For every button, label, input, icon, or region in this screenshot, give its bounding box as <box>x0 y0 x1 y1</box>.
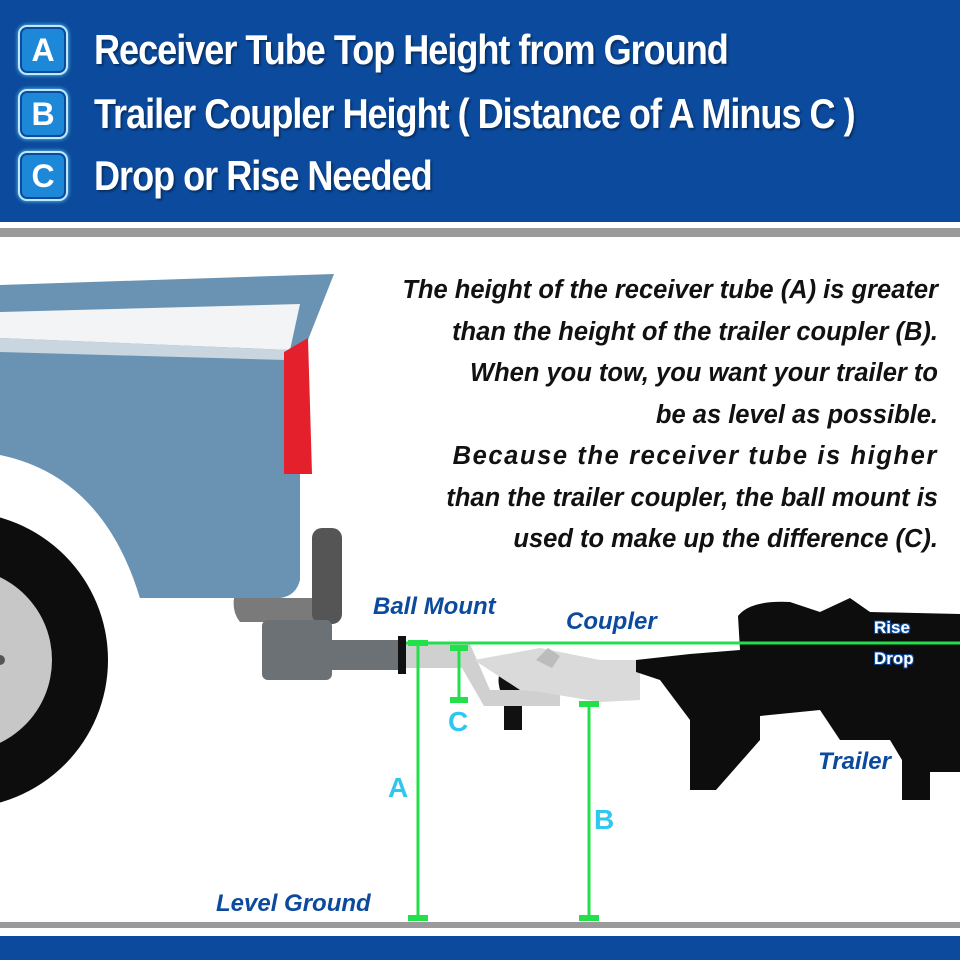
dimension-c-label: C <box>448 706 469 737</box>
taillight <box>284 338 312 474</box>
trailer-label: Trailer <box>818 748 891 775</box>
rim <box>0 577 52 743</box>
bumper-step <box>312 528 342 624</box>
legend-text-a: Receiver Tube Top Height from Ground <box>94 26 729 73</box>
truck <box>0 274 402 860</box>
explanation-line-7: used to make up the difference (C). <box>513 525 938 553</box>
lug <box>0 655 5 665</box>
receiver-collar <box>398 636 406 674</box>
coupler-latch <box>536 648 560 668</box>
trailer-jack <box>636 598 960 800</box>
trailer-frame-detail <box>770 652 960 692</box>
coupler <box>474 648 640 702</box>
trailer <box>636 598 960 800</box>
legend-badge-c: C <box>18 151 68 201</box>
legend-text-c: Drop or Rise Needed <box>94 152 433 199</box>
ball-mount-shank <box>406 644 560 706</box>
explanation-line-3: When you tow, you want your trailer to <box>470 359 938 387</box>
explanation-line-1: The height of the receiver tube (A) is g… <box>402 276 938 304</box>
rise-label: Rise <box>874 618 910 637</box>
ball-nut <box>504 706 522 730</box>
dimension-lines <box>406 640 960 921</box>
dimension-b-label: B <box>594 804 615 835</box>
explanation-line-5: Because the receiver tube is higher <box>452 442 938 470</box>
legend-badge-a: A <box>18 25 68 75</box>
dimension-a-label: A <box>388 772 409 803</box>
ball-mount-label: Ball Mount <box>373 593 496 620</box>
divider-top <box>0 228 960 237</box>
explanation-line-4: be as level as possible. <box>655 400 938 429</box>
coupler-body <box>474 648 640 702</box>
level-ground-label: Level Ground <box>216 890 371 917</box>
legend-row-c: C Drop or Rise Needed <box>18 150 487 202</box>
bumper <box>233 598 318 622</box>
truck-bed-highlight <box>0 304 300 350</box>
explanation-line-2: than the height of the trailer coupler (… <box>452 317 938 346</box>
footer-bar <box>0 936 960 960</box>
receiver-tube <box>330 640 402 670</box>
receiver-hitch-box <box>262 620 332 680</box>
legend-row-a: A Receiver Tube Top Height from Ground <box>18 24 831 76</box>
truck-bed-shade <box>0 338 290 360</box>
legend-header <box>0 0 960 222</box>
drop-label: Drop <box>874 649 914 668</box>
legend-badge-b: B <box>18 89 68 139</box>
tire <box>0 517 108 803</box>
coupler-label: Coupler <box>566 608 657 635</box>
explanation-text: The height of the receiver tube (A) is g… <box>338 270 938 561</box>
explanation-line-6: than the trailer coupler, the ball mount… <box>446 483 938 512</box>
legend-row-b: B Trailer Coupler Height ( Distance of A… <box>18 88 960 140</box>
ground-line <box>0 922 960 928</box>
legend-text-b: Trailer Coupler Height ( Distance of A M… <box>94 90 856 137</box>
